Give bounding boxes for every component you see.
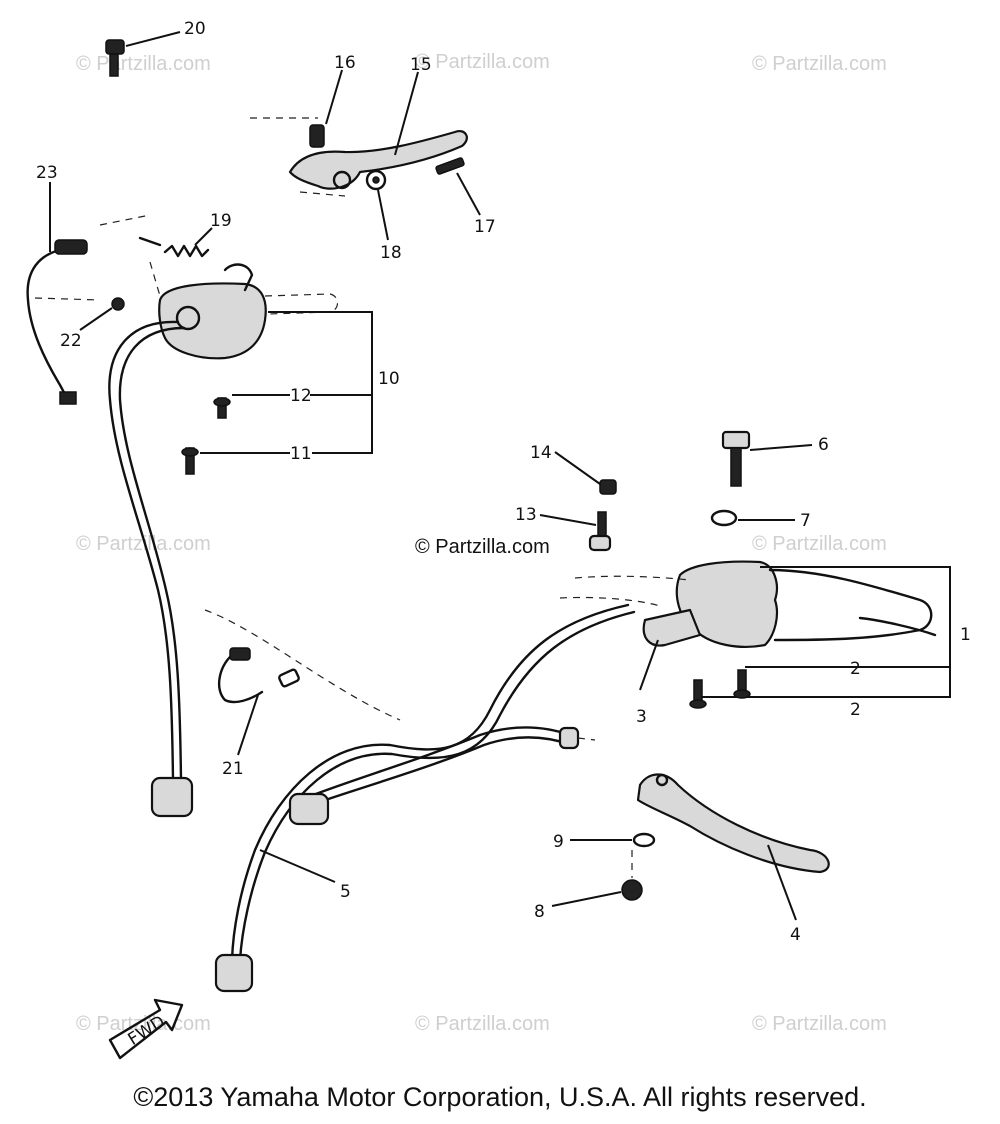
callout-6: 6 bbox=[818, 435, 829, 455]
part-7-washer bbox=[710, 509, 738, 527]
leader-18 bbox=[377, 189, 389, 241]
watermark: © Partzilla.com bbox=[76, 53, 211, 75]
watermark: © Partzilla.com bbox=[752, 1013, 887, 1035]
callout-1: 1 bbox=[960, 625, 971, 645]
callout-11: 11 bbox=[290, 444, 312, 464]
watermark: © Partzilla.com bbox=[76, 533, 211, 555]
part-5-cable bbox=[214, 603, 636, 993]
part-14-nut bbox=[599, 479, 617, 495]
part-11-screw bbox=[181, 447, 199, 475]
part-18-nut bbox=[365, 169, 387, 191]
leader-17 bbox=[456, 172, 481, 216]
callout-7: 7 bbox=[800, 511, 811, 531]
part-20-screw bbox=[105, 39, 125, 77]
callout-14: 14 bbox=[530, 443, 552, 463]
callout-22: 22 bbox=[60, 331, 82, 351]
leader-5 bbox=[259, 849, 336, 883]
copyright-notice: ©2013 Yamaha Motor Corporation, U.S.A. A… bbox=[133, 1082, 867, 1112]
leader-21 bbox=[237, 694, 259, 756]
leader-4 bbox=[767, 844, 797, 921]
callout-8: 8 bbox=[534, 902, 545, 922]
callout-12: 12 bbox=[290, 386, 312, 406]
part-10-switch-housing bbox=[158, 263, 339, 360]
part-15-lever bbox=[288, 130, 468, 190]
leader-3 bbox=[639, 639, 659, 691]
part-13-bolt bbox=[588, 511, 612, 552]
callout-13: 13 bbox=[515, 505, 537, 525]
part-16-pivot-bolt bbox=[309, 124, 325, 148]
leader-19 bbox=[194, 227, 213, 246]
leader-20 bbox=[125, 31, 181, 47]
callout-16: 16 bbox=[334, 53, 356, 73]
callout-18: 18 bbox=[380, 243, 402, 263]
watermarks: © Partzilla.com © Partzilla.com © Partzi… bbox=[76, 51, 887, 1035]
center-watermark: © Partzilla.com bbox=[415, 536, 550, 558]
part-17-adjuster bbox=[435, 157, 465, 175]
part-12-screw bbox=[213, 397, 231, 419]
leader-16 bbox=[325, 69, 343, 125]
dash-line bbox=[299, 191, 346, 197]
watermark: © Partzilla.com bbox=[415, 51, 550, 73]
callout-19: 19 bbox=[210, 211, 232, 231]
part-9-washer bbox=[632, 832, 656, 848]
dash-line bbox=[204, 609, 401, 721]
callout-3: 3 bbox=[636, 707, 647, 727]
part-19-spring bbox=[138, 236, 210, 258]
callout-20: 20 bbox=[184, 19, 206, 39]
leader-13 bbox=[539, 514, 597, 526]
part-8-nut bbox=[621, 879, 643, 901]
part-6-bolt bbox=[721, 430, 751, 487]
leader-8 bbox=[551, 891, 622, 907]
part-22-screw bbox=[111, 297, 125, 311]
callout-2: 2 bbox=[850, 659, 861, 679]
part-1-grip-assembly bbox=[559, 560, 937, 648]
callout-5: 5 bbox=[340, 882, 351, 902]
dash-line bbox=[99, 214, 161, 297]
bracket-10 bbox=[268, 311, 373, 454]
callout-9: 9 bbox=[553, 832, 564, 852]
callout-21: 21 bbox=[222, 759, 244, 779]
callout-4: 4 bbox=[790, 925, 801, 945]
callout-17: 17 bbox=[474, 217, 496, 237]
part-2-screw bbox=[733, 669, 751, 699]
leader-6 bbox=[749, 444, 813, 451]
leader-14 bbox=[554, 451, 601, 485]
callout-2: 2 bbox=[850, 700, 861, 720]
part-21-connector bbox=[217, 647, 300, 704]
callout-numbers: 20 16 15 17 18 19 23 22 10 12 11 14 13 6… bbox=[36, 19, 971, 945]
callout-23: 23 bbox=[36, 163, 58, 183]
watermark: © Partzilla.com bbox=[415, 1013, 550, 1035]
leader-22 bbox=[79, 307, 113, 331]
bracket-1 bbox=[700, 566, 951, 698]
watermark: © Partzilla.com bbox=[752, 533, 887, 555]
watermark: © Partzilla.com bbox=[752, 53, 887, 75]
leader-15 bbox=[394, 71, 419, 156]
switch-cable bbox=[108, 320, 194, 818]
callout-15: 15 bbox=[410, 55, 432, 75]
dash-line bbox=[34, 297, 101, 301]
part-23-wire-lead bbox=[26, 239, 88, 405]
callout-10: 10 bbox=[378, 369, 400, 389]
part-2-screw bbox=[689, 679, 707, 709]
part-4-lever bbox=[636, 773, 830, 874]
